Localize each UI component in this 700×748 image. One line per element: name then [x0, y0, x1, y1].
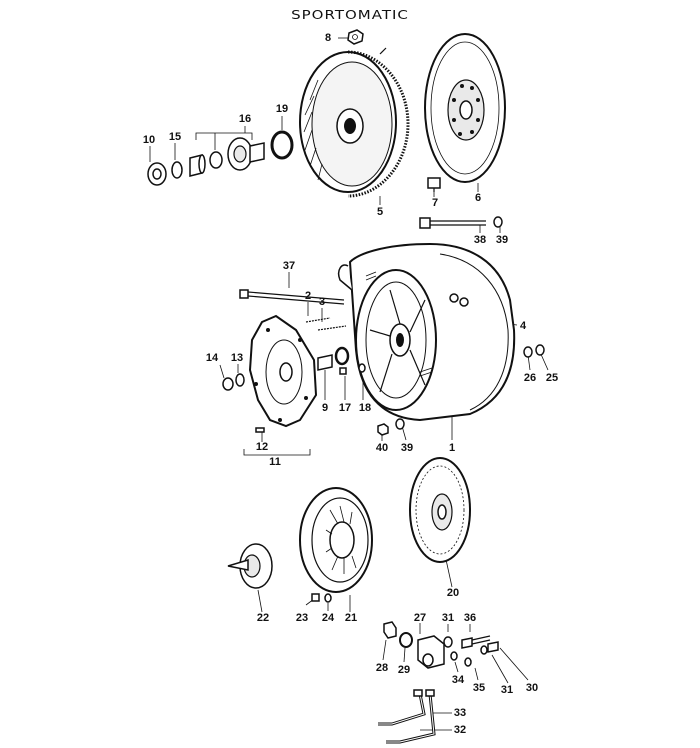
- part-11-carrier-plate: [248, 314, 318, 428]
- part-33-pipe: [378, 689, 426, 726]
- callout-15: 15: [168, 131, 182, 143]
- part-12-pin: [255, 427, 265, 433]
- callout-6: 6: [474, 192, 482, 204]
- part-39-washer-bottom: [395, 418, 405, 430]
- part-40-nut: [377, 423, 389, 436]
- diagram-title: SPORTOMATIC: [291, 7, 409, 23]
- part-31-seal-b: [480, 645, 488, 655]
- part-14-washer: [222, 377, 234, 391]
- part-32-pipe: [386, 689, 436, 744]
- part-37-stud: [239, 289, 345, 305]
- callout-4: 4: [519, 320, 527, 332]
- callout-31-bottom: 31: [500, 684, 514, 696]
- part-34-seal: [450, 651, 458, 661]
- callout-9: 9: [321, 402, 329, 414]
- part-22-release-bearing: [227, 543, 273, 589]
- part-35-ring: [464, 657, 472, 667]
- part-7-bolt: [427, 177, 441, 192]
- callout-20: 20: [446, 587, 460, 599]
- part-29-washer: [399, 632, 413, 648]
- callout-28: 28: [375, 662, 389, 674]
- callout-7: 7: [431, 197, 439, 209]
- part-27-valve-body: [417, 635, 445, 669]
- part-18-ring: [358, 363, 366, 373]
- callout-21: 21: [344, 612, 358, 624]
- callout-27: 27: [413, 612, 427, 624]
- callout-38: 38: [473, 234, 487, 246]
- callout-23: 23: [295, 612, 309, 624]
- callout-40: 40: [375, 442, 389, 454]
- callout-32: 32: [453, 724, 467, 736]
- part-2-stud: [305, 317, 331, 323]
- part-17-screw: [339, 367, 347, 375]
- part-30-sensor: [487, 641, 499, 653]
- callout-8: 8: [324, 32, 332, 44]
- part-1-transmission-case: [337, 242, 516, 422]
- part-31-seal-a: [443, 636, 453, 648]
- callout-37: 37: [282, 260, 296, 272]
- callout-26: 26: [523, 372, 537, 384]
- callout-34: 34: [451, 674, 465, 686]
- callout-14: 14: [205, 352, 219, 364]
- callout-35: 35: [472, 682, 486, 694]
- part-20-clutch-disc: [409, 457, 471, 563]
- part-15-ring: [171, 161, 183, 179]
- callout-12: 12: [255, 441, 269, 453]
- part-10-bearing: [147, 162, 167, 186]
- callout-2: 2: [304, 290, 312, 302]
- part-26-nut: [523, 346, 533, 358]
- callout-3: 3: [318, 296, 326, 308]
- callout-19: 19: [275, 103, 289, 115]
- callout-18: 18: [358, 402, 372, 414]
- part-36-fitting: [461, 635, 491, 649]
- callout-24: 24: [321, 612, 335, 624]
- part-8-nut: [347, 29, 364, 45]
- part-28-fitting: [383, 621, 397, 639]
- part-19-seal: [270, 130, 294, 160]
- callout-22: 22: [256, 612, 270, 624]
- part-13-bushing: [235, 373, 245, 387]
- part-25-washer: [535, 344, 545, 356]
- part-5-torque-converter: [299, 47, 410, 198]
- part-23-bolt: [311, 593, 320, 602]
- callout-17: 17: [338, 402, 352, 414]
- callout-13: 13: [230, 352, 244, 364]
- part-6-flexplate: [424, 33, 506, 183]
- callout-30: 30: [525, 682, 539, 694]
- callout-39-bottom: 39: [400, 442, 414, 454]
- part-16-bushings: [189, 137, 265, 177]
- callout-29: 29: [397, 664, 411, 676]
- callout-25: 25: [545, 372, 559, 384]
- callout-5: 5: [376, 206, 384, 218]
- callout-36: 36: [463, 612, 477, 624]
- part-24-washer: [324, 593, 332, 603]
- part-39-washer-top: [493, 216, 503, 228]
- part-3-stud: [317, 325, 347, 331]
- callout-39-top: 39: [495, 234, 509, 246]
- callout-31-top: 31: [441, 612, 455, 624]
- callout-1: 1: [448, 442, 456, 454]
- part-21-pressure-plate: [299, 487, 373, 593]
- callout-10: 10: [142, 134, 156, 146]
- callout-33: 33: [453, 707, 467, 719]
- callout-11: 11: [269, 456, 281, 468]
- callout-16: 16: [238, 113, 252, 125]
- part-38-bolt: [419, 217, 486, 229]
- part-9-shaft: [317, 346, 350, 371]
